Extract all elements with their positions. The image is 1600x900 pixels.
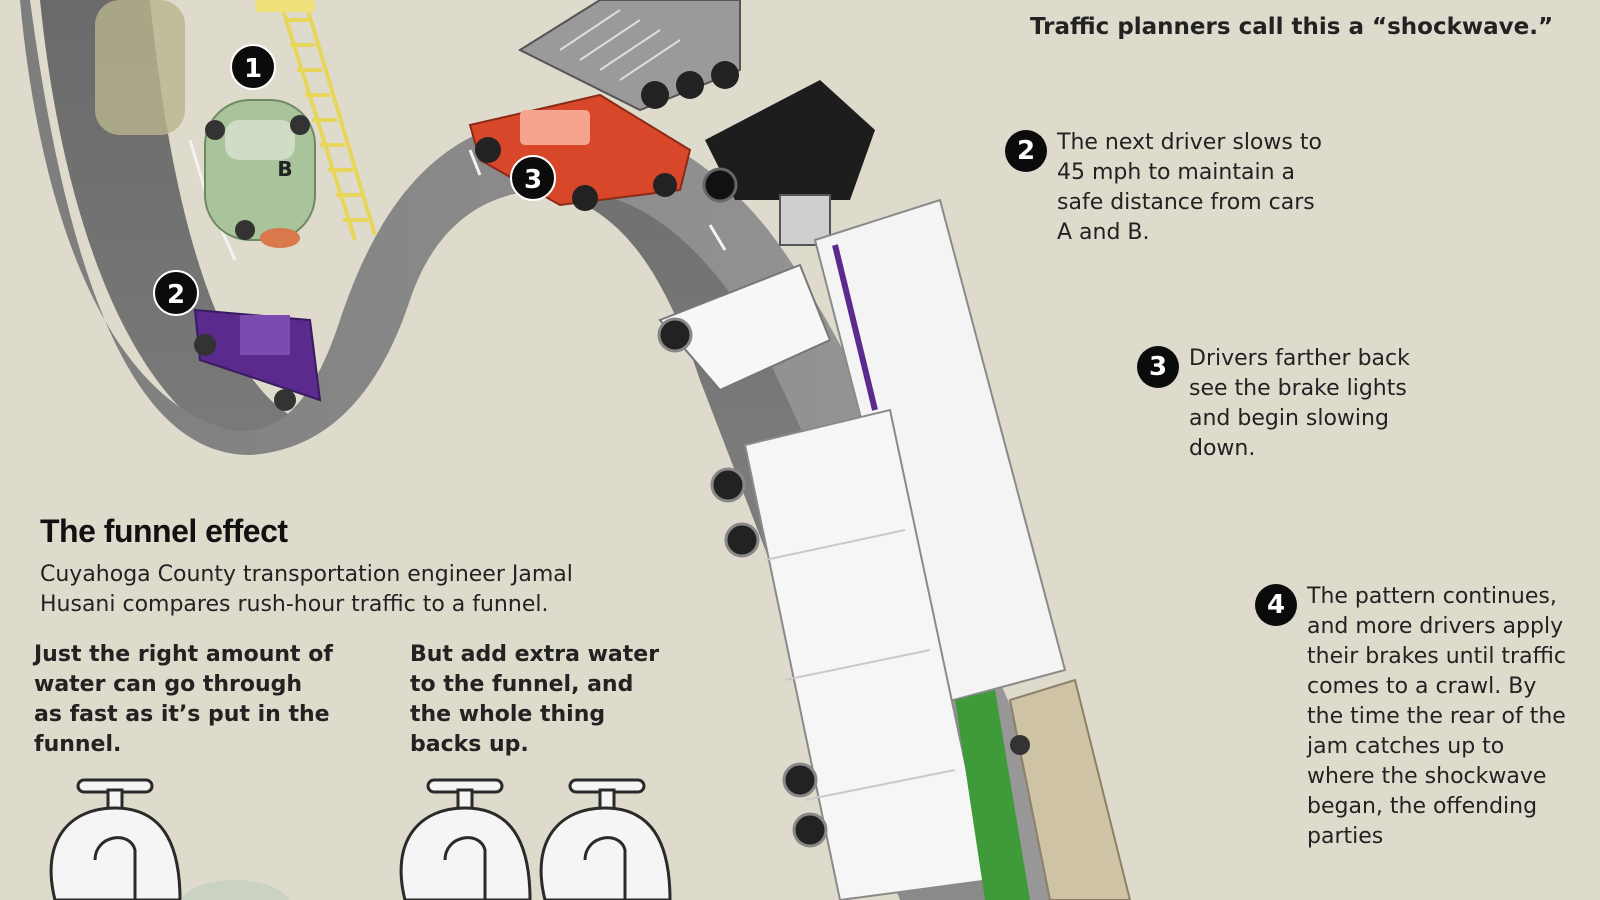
svg-text:1: 1 [244, 54, 262, 84]
road-marker-1: 1 [230, 44, 276, 90]
white-trailer-upper [657, 198, 1067, 707]
step-4: 4 The pattern continues, and more driver… [1255, 582, 1569, 852]
funnel-left-caption: Just the right amount of water can go th… [34, 642, 333, 757]
road-marker-3: 3 [510, 155, 556, 201]
svg-text:3: 3 [524, 165, 542, 195]
purple-pickup [193, 308, 322, 411]
funnel-title: The funnel effect [40, 513, 288, 549]
funnel-rim [181, 880, 289, 900]
car-a-faded [95, 0, 185, 135]
step-4-text: The pattern continues, and more drivers … [1307, 584, 1566, 849]
step-3-text: Drivers farther back see the brake light… [1189, 346, 1410, 461]
step-2-text: The next driver slows to 45 mph to maint… [1057, 130, 1322, 245]
tan-car [1008, 678, 1132, 900]
car-b-letter: B [277, 157, 292, 181]
funnel-intro: Cuyahoga County transportation engineer … [40, 562, 573, 617]
faucet-icon [399, 778, 532, 900]
step-3: 3 Drivers farther back see the brake lig… [1137, 344, 1424, 464]
ladder-structure [255, 0, 377, 241]
svg-text:2: 2 [167, 280, 185, 310]
car-b [204, 99, 316, 248]
funnel-right-caption: But add extra water to the funnel, and t… [410, 642, 660, 757]
step-2-badge: 2 [1005, 130, 1047, 172]
step-4-badge: 4 [1255, 584, 1297, 626]
step-3-badge: 3 [1137, 346, 1179, 388]
faucet-icon [49, 778, 182, 900]
top-caption: Traffic planners call this a “shockwave.… [1030, 14, 1554, 40]
black-truck [702, 80, 875, 246]
road-marker-2: 2 [153, 270, 199, 316]
step-2: 2 The next driver slows to 45 mph to mai… [1005, 128, 1332, 248]
faucet-icon [539, 778, 672, 900]
gray-truck-top [517, 0, 741, 112]
green-car [955, 690, 1030, 900]
